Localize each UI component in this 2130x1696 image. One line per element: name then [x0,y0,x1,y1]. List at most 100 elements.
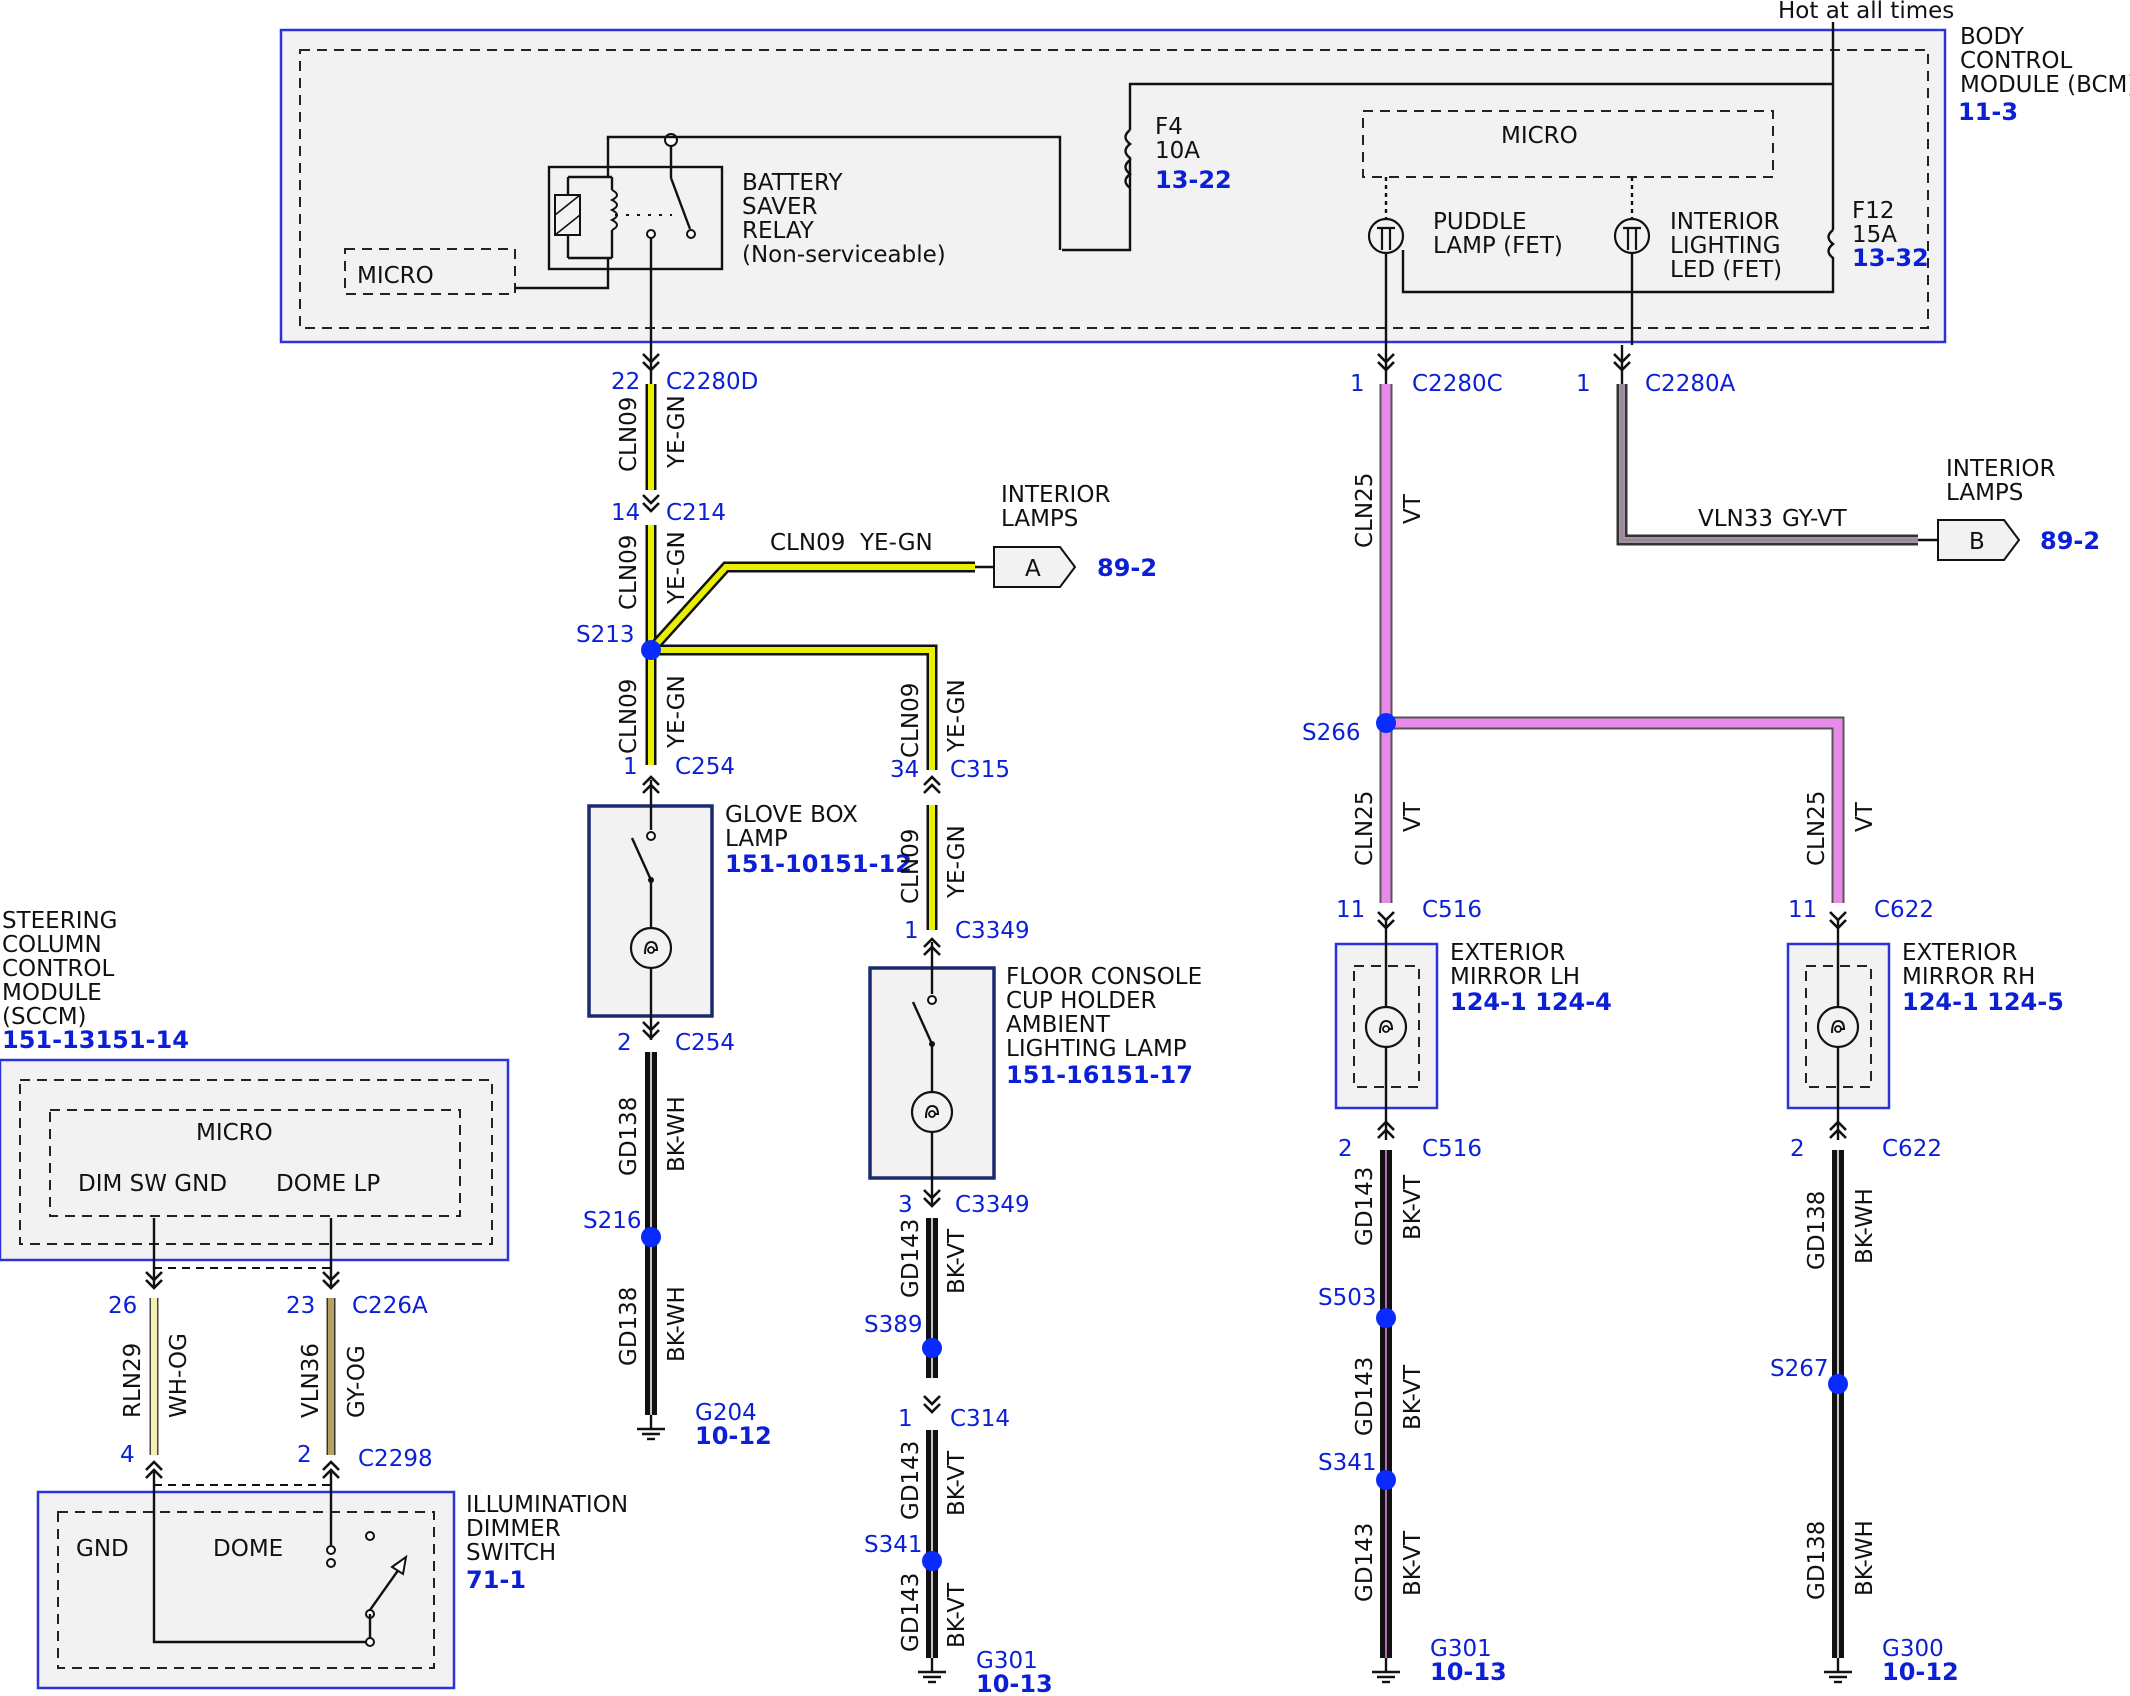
svg-text:GD143: GD143 [898,1573,924,1652]
g301b-ref: 10-13 [1430,1658,1507,1686]
svg-text:22: 22 [611,369,640,395]
mirror-rh-ref: 124-1 124-5 [1902,988,2064,1016]
svg-text:CLN09: CLN09 [616,397,642,472]
svg-text:BK-VT: BK-VT [944,1228,970,1294]
svg-text:C315: C315 [950,757,1010,783]
svg-text:CLN25: CLN25 [1804,791,1830,866]
sccm-module [0,1058,510,1262]
relay-winding-icon [609,189,618,231]
ref-a: 89-2 [1097,554,1157,582]
c314-arrow-icon [922,1394,942,1414]
svg-text:BK-WH: BK-WH [1852,1188,1878,1264]
svg-text:C622: C622 [1882,1136,1942,1162]
ground-g204-icon [635,1413,667,1441]
bcm-internal [299,49,1929,329]
svg-text:BK-WH: BK-WH [664,1286,690,1362]
s389-label: S389 [864,1312,923,1338]
svg-text:C3349: C3349 [955,918,1030,944]
s341b-label: S341 [1318,1450,1377,1476]
dome-lp-label: DOME LP [276,1171,380,1197]
svg-text:C254: C254 [675,1030,735,1056]
svg-text:VLN36: VLN36 [298,1343,324,1418]
f12-ref: 13-32 [1852,244,1929,272]
glove-box-ref: 151-10151-12 [725,850,912,878]
wire-cln25 [1379,384,1845,903]
s267-label: S267 [1770,1356,1829,1382]
svg-text:YE-GN: YE-GN [944,679,970,753]
svg-text:C226A: C226A [352,1293,428,1319]
svg-text:GY-OG: GY-OG [344,1345,370,1418]
svg-text:C2280A: C2280A [1645,371,1736,397]
illumination-dimmer-switch [36,1490,456,1690]
svg-text:CLN09: CLN09 [898,683,924,758]
svg-text:GD138: GD138 [616,1097,642,1176]
bcm-module [279,28,1947,344]
svg-text:GD138: GD138 [1804,1521,1830,1600]
svg-text:1: 1 [904,918,919,944]
relay-label: BATTERY SAVER RELAY (Non-serviceable) [742,170,946,268]
g204-ref: 10-12 [695,1422,772,1450]
svg-text:11: 11 [1336,897,1365,923]
c214-arrow-icon [641,493,661,513]
connector-b [1937,519,2021,561]
battery-saver-relay [547,165,724,271]
connector-a-label: A [1025,556,1041,582]
g300-label: G300 [1882,1636,1944,1662]
svg-text:GY-VT: GY-VT [1782,506,1848,532]
svg-text:BK-VT: BK-VT [1400,1174,1426,1240]
splice-s216 [641,1227,661,1247]
gnd-label: GND [76,1536,129,1562]
svg-text:1: 1 [1350,371,1365,397]
ground-g300-icon [1822,1656,1854,1684]
s341a-label: S341 [864,1532,923,1558]
mirror-lh-ref: 124-1 124-4 [1450,988,1612,1016]
f4-fuse-icon [1062,157,1132,252]
g301b-label: G301 [1430,1636,1492,1662]
svg-text:1: 1 [623,754,638,780]
svg-text:2: 2 [297,1442,312,1468]
svg-text:GD138: GD138 [616,1287,642,1366]
svg-text:YE-GN: YE-GN [664,395,690,469]
g301a-label: G301 [976,1648,1038,1674]
dimmer-ref: 71-1 [466,1566,526,1594]
svg-text:BK-VT: BK-VT [944,1450,970,1516]
splice-s389 [922,1338,942,1358]
svg-text:3: 3 [898,1192,913,1218]
svg-text:CLN09: CLN09 [616,535,642,610]
svg-text:VLN33: VLN33 [1698,506,1773,532]
splice-s341a [922,1551,942,1571]
bcm-micro-a [344,248,516,295]
svg-text:GD143: GD143 [1352,1167,1378,1246]
svg-text:C622: C622 [1874,897,1934,923]
connector-b-label: B [1969,529,1985,555]
svg-text:VT: VT [1400,801,1426,832]
svg-text:1: 1 [898,1406,913,1432]
svg-text:C516: C516 [1422,897,1482,923]
bcm-micro-b [1362,110,1774,178]
svg-text:26: 26 [108,1293,137,1319]
splice-s341b [1376,1470,1396,1490]
f12-fuse-icon [1827,229,1835,265]
svg-text:YE-GN: YE-GN [859,530,933,556]
splice-s213 [641,640,661,660]
dim-sw-gnd-label: DIM SW GND [78,1171,227,1197]
f4-ref: 13-22 [1155,166,1232,194]
svg-text:2: 2 [1790,1136,1805,1162]
s266-label: S266 [1302,720,1361,746]
svg-text:YE-GN: YE-GN [944,825,970,899]
wire-cln09 [645,384,975,930]
ground-g301b-icon [1370,1656,1402,1684]
svg-text:WH-OG: WH-OG [166,1333,192,1418]
